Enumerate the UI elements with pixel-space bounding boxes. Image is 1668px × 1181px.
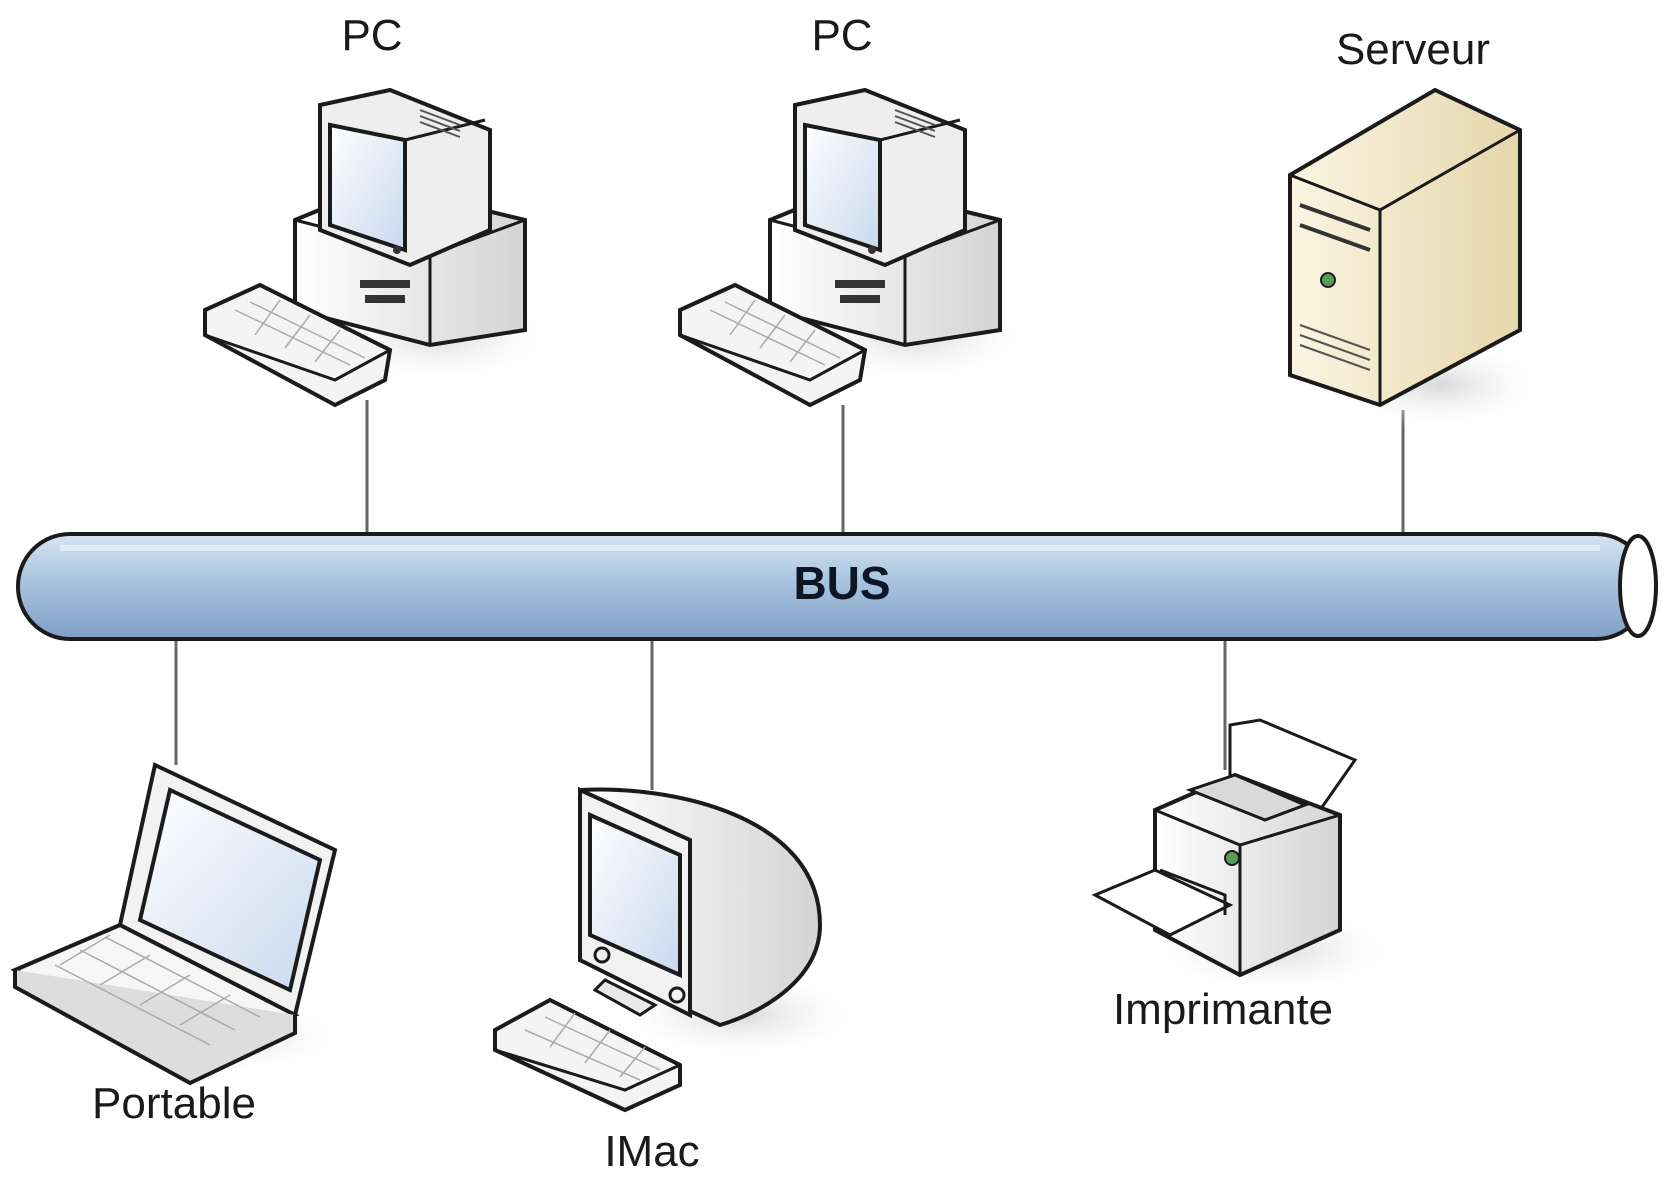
node-label-printer: Imprimante (1112, 985, 1334, 1034)
bus-label: BUS (793, 557, 891, 609)
node-label-laptop: Portable (92, 1079, 256, 1128)
imac-icon (493, 786, 870, 1113)
node-label-imac: IMac (604, 1127, 700, 1176)
desktop-pc-icon (678, 87, 1035, 408)
node-label-server: Serveur (1335, 25, 1491, 74)
laptop-icon (10, 762, 350, 1086)
connection-links (174, 400, 1405, 790)
printer-icon (1091, 718, 1405, 995)
node-label-pc2: PC (811, 11, 873, 60)
desktop-pc-icon (203, 87, 560, 408)
server-tower-icon (1288, 87, 1550, 430)
node-label-pc1: PC (341, 11, 403, 60)
bus-cable (16, 532, 1658, 641)
